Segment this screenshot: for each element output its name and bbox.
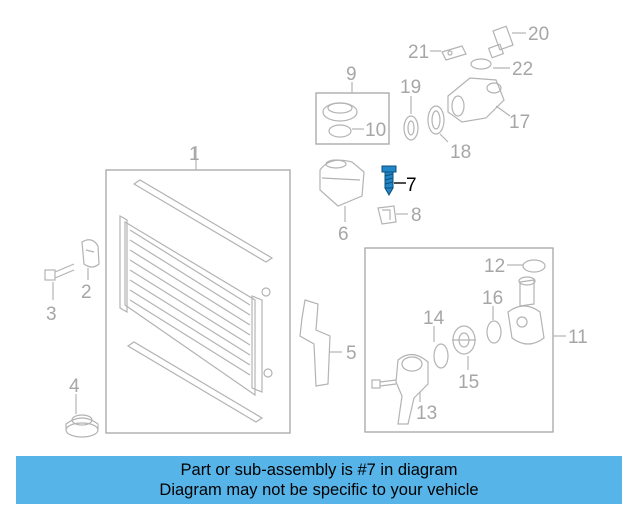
thermostat-group-box xyxy=(364,247,554,433)
clip-part-8[interactable] xyxy=(377,205,397,225)
radiator-part[interactable] xyxy=(119,179,274,423)
info-banner: Part or sub-assembly is #7 in diagram Di… xyxy=(16,456,622,504)
seal-part-19[interactable] xyxy=(403,115,419,141)
outlet-housing-part-17[interactable] xyxy=(447,77,505,123)
seal-part-10[interactable] xyxy=(328,124,352,138)
bolt-part-3[interactable] xyxy=(44,263,75,281)
callout-14[interactable]: 14 xyxy=(423,308,445,329)
callout-15[interactable]: 15 xyxy=(458,372,479,393)
callout-10[interactable]: 10 xyxy=(365,120,386,141)
callout-17[interactable]: 17 xyxy=(509,112,530,133)
callout-3[interactable]: 3 xyxy=(46,304,57,325)
callout-7[interactable]: 7 xyxy=(406,175,417,196)
callout-2[interactable]: 2 xyxy=(81,282,92,303)
seal-part-16[interactable] xyxy=(486,320,502,344)
radiator-group-box xyxy=(105,169,291,434)
housing-part-13[interactable] xyxy=(371,353,429,425)
coolant-flange-part-11[interactable] xyxy=(507,276,545,345)
parts-diagram: 1 2 3 4 xyxy=(44,24,588,438)
callout-13[interactable]: 13 xyxy=(416,403,437,424)
banner-line-2: Diagram may not be specific to your vehi… xyxy=(159,481,479,499)
o-ring-part-14[interactable] xyxy=(433,343,449,369)
bolt-part-7[interactable] xyxy=(381,165,397,197)
callout-6[interactable]: 6 xyxy=(338,224,349,245)
mount-part-4[interactable] xyxy=(65,414,99,438)
callout-12[interactable]: 12 xyxy=(484,256,505,277)
callout-11[interactable]: 11 xyxy=(568,327,588,348)
callout-8[interactable]: 8 xyxy=(411,205,422,226)
callout-19[interactable]: 19 xyxy=(400,77,421,98)
callout-21[interactable]: 21 xyxy=(408,42,429,63)
bracket-part-2[interactable] xyxy=(81,239,100,268)
sensor-part-20[interactable] xyxy=(487,25,514,59)
callout-20[interactable]: 20 xyxy=(528,24,549,45)
callout-16[interactable]: 16 xyxy=(482,288,503,309)
callout-5[interactable]: 5 xyxy=(346,343,357,364)
cap-part-9[interactable] xyxy=(322,102,358,122)
callout-1[interactable]: 1 xyxy=(189,144,200,165)
expansion-tank-part-6[interactable] xyxy=(319,159,365,207)
callout-4[interactable]: 4 xyxy=(69,376,80,397)
callout-22[interactable]: 22 xyxy=(512,59,533,80)
air-guide-part-5[interactable] xyxy=(299,299,331,387)
clip-part-21[interactable] xyxy=(441,45,467,61)
gasket-part-18[interactable] xyxy=(427,105,445,135)
callout-9[interactable]: 9 xyxy=(346,64,357,85)
thermostat-part-15[interactable] xyxy=(452,325,476,355)
banner-line-1: Part or sub-assembly is #7 in diagram xyxy=(180,461,458,479)
callout-18[interactable]: 18 xyxy=(450,142,471,163)
o-ring-part-12[interactable] xyxy=(522,259,546,273)
o-ring-part-22[interactable] xyxy=(470,58,492,70)
